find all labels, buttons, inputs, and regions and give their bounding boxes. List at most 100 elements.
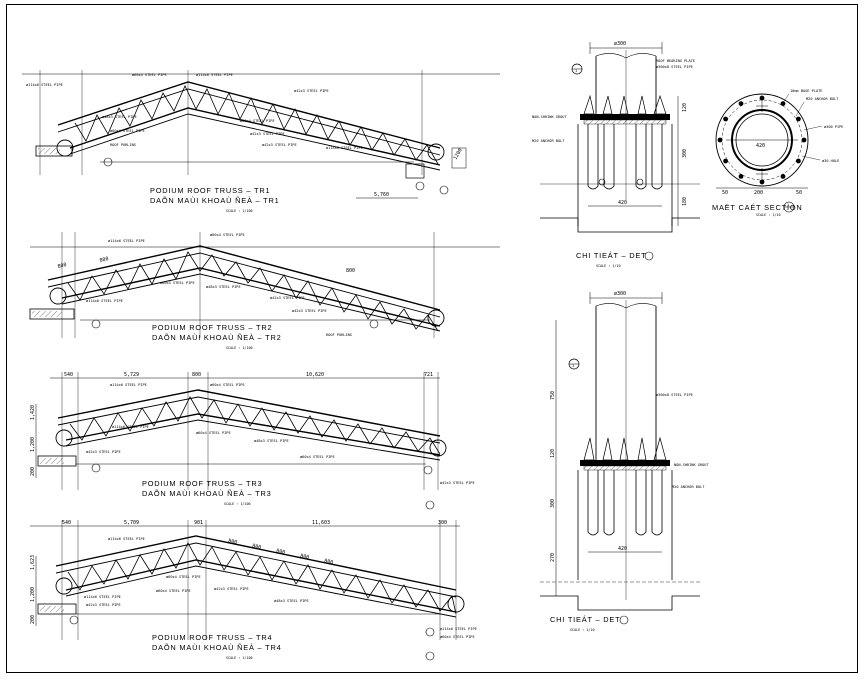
det2-scale: SCALE : 1/10 [570, 628, 595, 632]
tr2-scale: SCALE : 1/100 [226, 346, 253, 350]
tr3-dim: 1,420 [30, 405, 36, 420]
tr3-dim: 721 [424, 372, 433, 378]
truss-tr4: 540 5,709 901 11,603 300 800 800 800 800… [30, 520, 477, 661]
tr3-dim: 200 [30, 467, 36, 476]
det2-marker: 1 [572, 364, 574, 368]
sheet-border [6, 4, 858, 673]
tr4-note: ø114x6 STEEL PIPE [108, 537, 145, 541]
tr4-note: ø114x6 STEEL PIPE [84, 595, 121, 599]
tr2-note: ø114x6 STEEL PIPE [108, 239, 145, 243]
tr2-note: ø42x3 STEEL PIPE [292, 309, 327, 313]
section-title: MAËT CAÉT SECTION [712, 203, 803, 212]
tr1-note: ø42x3 STEEL PIPE [262, 143, 297, 147]
section-note: ø30 HOLE [822, 159, 839, 163]
tr3-subtitle: DAÕN MAÙI KHOAÙ ÑEÀ – TR3 [142, 489, 272, 498]
tr2-note: ø60x4 STEEL PIPE [160, 281, 195, 285]
det2-note: M20 ANCHOR BOLT [672, 485, 705, 489]
det1-dim: 180 [682, 197, 688, 206]
tr2-dim: 800 [346, 268, 355, 274]
truss-tr3: 540 5,729 800 10,620 721 1,420 1,200 200… [30, 372, 475, 510]
detail-2: ø300 1 420 750 120 300 270 ø300x8 STEEL … [540, 291, 709, 632]
det2-note: NON-SHRINK GROUT [674, 463, 709, 467]
tr4-dim: 1,623 [30, 555, 36, 570]
det2-dim: 300 [550, 499, 556, 508]
det2-note: ø300x8 STEEL PIPE [656, 393, 693, 397]
tr1-note: ø60x4 STEEL PIPE [132, 73, 167, 77]
tr4-dim: 200 [30, 615, 36, 624]
det1-dim: 420 [618, 200, 627, 206]
tr4-note: ø42x3 STEEL PIPE [86, 603, 121, 607]
tr3-note: ø42x3 STEEL PIPE [86, 450, 121, 454]
tr1-title: PODIUM ROOF TRUSS – TR1 [150, 186, 270, 195]
det1-dim: 120 [682, 103, 688, 112]
section-marker: 1 [787, 203, 789, 207]
section-note: 10mm BASE PLATE [790, 89, 822, 93]
tr2-note: ø60x4 STEEL PIPE [210, 233, 245, 237]
truss-tr2: 800 800 800 ø114x6 STEEL PIPE ø60x4 STEE… [29, 232, 500, 350]
tr2-title: PODIUM ROOF TRUSS – TR2 [152, 323, 272, 332]
tr4-title: PODIUM ROOF TRUSS – TR4 [152, 633, 272, 642]
detail-1: ø300 1 420 120 300 180 ROOF BEARING PLAT… [532, 41, 700, 268]
tr1-scale: SCALE : 1/100 [226, 209, 253, 213]
tr1-note: ø114x6 STEEL PIPE [26, 83, 63, 87]
tr1-dim-height: 1200 [453, 148, 464, 161]
tr4-note: ø114x6 STEEL PIPE [440, 627, 477, 631]
tr2-dim: 800 [99, 256, 109, 264]
tr3-dim: 540 [64, 372, 73, 378]
tr4-note: ø60x4 STEEL PIPE [166, 575, 201, 579]
tr4-dim: 800 [252, 543, 262, 551]
tr4-subtitle: DAÕN MAÙI KHOAÙ ÑEÀ – TR4 [152, 643, 282, 652]
det1-note: M20 ANCHOR BOLT [532, 139, 565, 143]
section-dim: 420 [756, 143, 765, 149]
tr4-dim: 901 [194, 520, 203, 526]
tr2-dim: 800 [57, 262, 67, 270]
tr1-note: ø42x3 STEEL PIPE [250, 132, 285, 136]
tr1-dim-span: 5,760 [374, 192, 389, 198]
tr2-subtitle: DAÕN MAÙI KHOAÙ ÑEÀ – TR2 [152, 333, 282, 342]
tr4-dim: 1,200 [30, 587, 36, 602]
tr3-note: ø114x6 STEEL PIPE [112, 425, 149, 429]
tr1-note: ø114x6 STEEL PIPE [326, 146, 363, 150]
det1-note: ROOF BEARING PLATE [656, 59, 695, 63]
tr2-note: ROOF PURLINS [326, 333, 352, 337]
tr1-note: ø60x4 STEEL PIPE [240, 119, 275, 123]
tr1-note: ø42x3 STEEL PIPE [294, 89, 329, 93]
tr4-note: ø48x3 STEEL PIPE [274, 599, 309, 603]
tr2-note: ø114x6 STEEL PIPE [86, 299, 123, 303]
det1-dim-pipe: ø300 [614, 41, 626, 47]
tr4-dim: 5,709 [124, 520, 139, 526]
tr3-scale: SCALE : 1/100 [224, 502, 251, 506]
det1-dim: 300 [682, 149, 688, 158]
tr4-dim: 540 [62, 520, 71, 526]
tr4-dim: 800 [324, 558, 334, 566]
det1-scale: SCALE : 1/10 [596, 264, 621, 268]
det1-note: ø300x8 STEEL PIPE [656, 65, 693, 69]
det1-marker: 1 [575, 69, 577, 73]
section-scale: SCALE : 1/10 [756, 213, 781, 217]
tr1-note: ø48x3 STEEL PIPE [102, 115, 137, 119]
det2-title: CHI TIEÁT – DET [550, 615, 620, 624]
tr3-dim: 5,729 [124, 372, 139, 378]
det2-dim: 750 [550, 391, 556, 400]
tr3-note: ø60x4 STEEL PIPE [210, 383, 245, 387]
tr4-dim: 800 [300, 553, 310, 561]
tr2-note: ø42x3 STEEL PIPE [270, 296, 305, 300]
det2-dim: 270 [550, 553, 556, 562]
tr3-dim: 800 [192, 372, 201, 378]
tr4-note: ø60x4 STEEL PIPE [440, 635, 475, 639]
tr3-dim: 10,620 [306, 372, 324, 378]
tr2-note: ø48x3 STEEL PIPE [206, 285, 241, 289]
det2-dim: 420 [618, 546, 627, 552]
section-dim: 50 [722, 190, 728, 196]
section-view: 420 50 200 50 10mm BASE PLATE M20 ANCHOR… [712, 89, 843, 217]
tr1-subtitle: DAÕN MAÙI KHOAÙ ÑEÀ – TR1 [150, 196, 280, 205]
det1-note: NON-SHRINK GROUT [532, 115, 567, 119]
det2-dim-pipe: ø300 [614, 291, 626, 297]
tr4-dim: 800 [276, 548, 286, 556]
tr4-scale: SCALE : 1/100 [226, 656, 253, 660]
det1-title: CHI TIEÁT – DET [576, 251, 646, 260]
section-dim: 200 [754, 190, 763, 196]
tr4-dim: 11,603 [312, 520, 330, 526]
